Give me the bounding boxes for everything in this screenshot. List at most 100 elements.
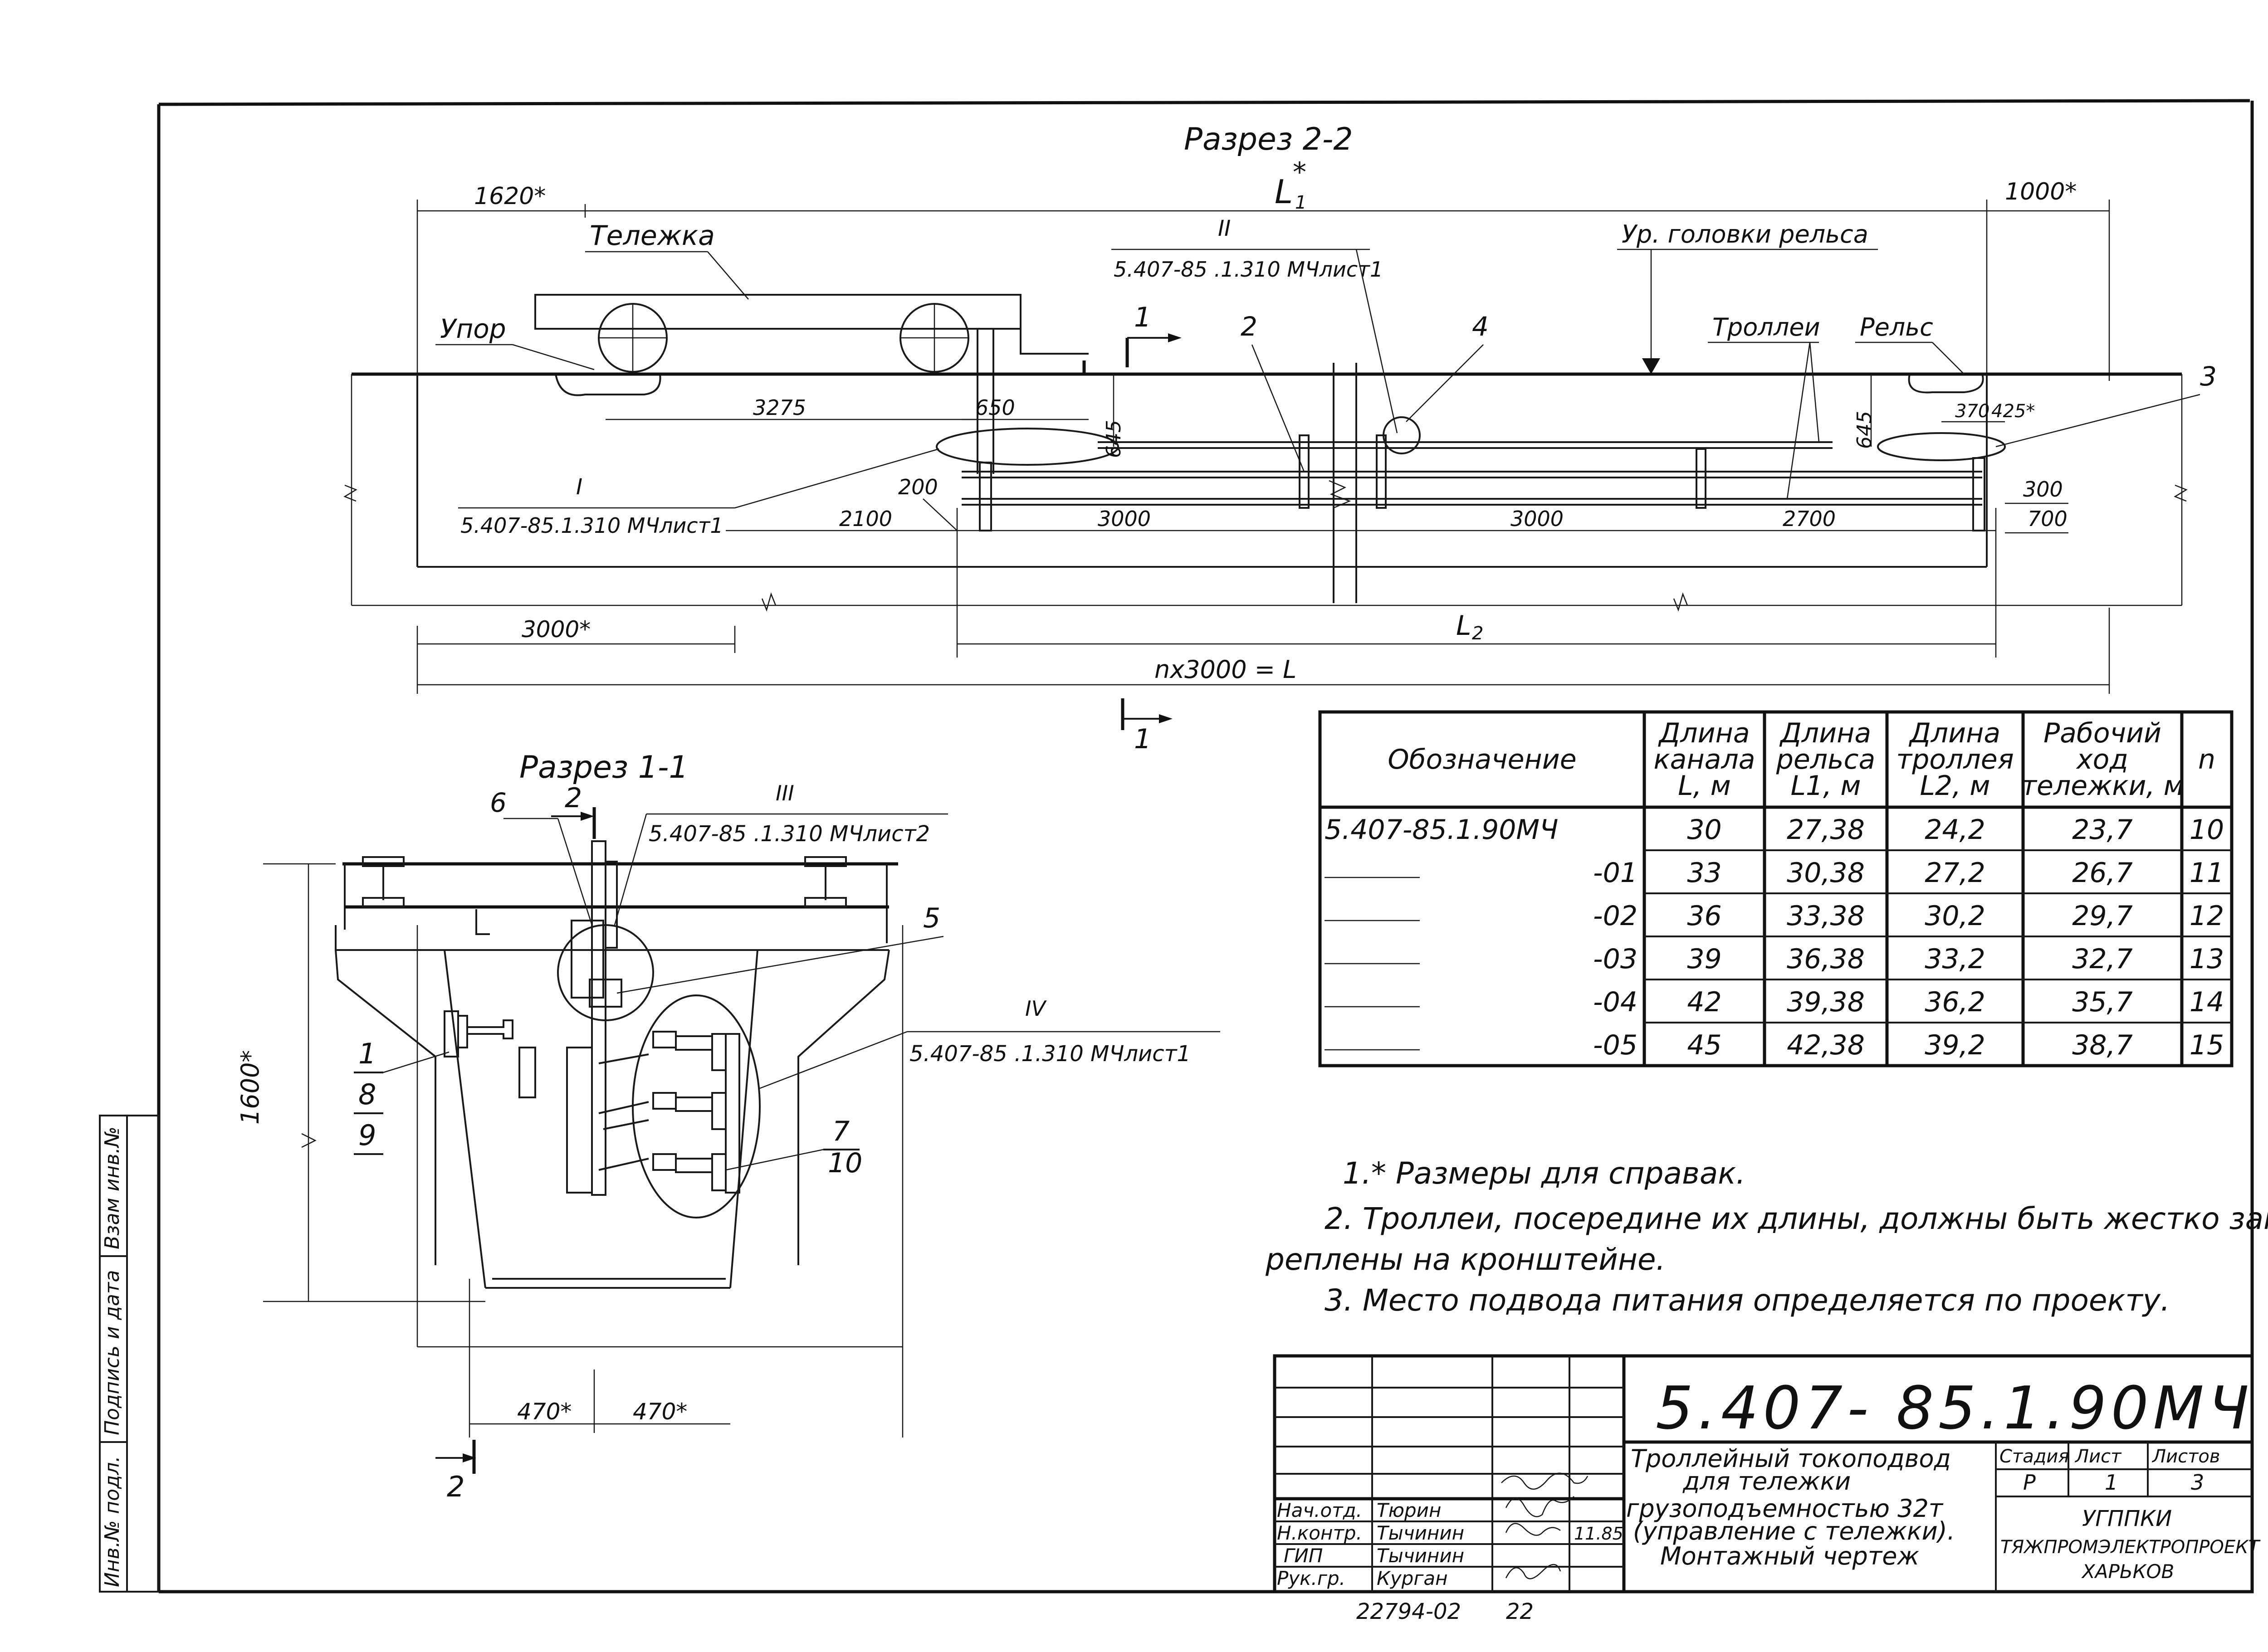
signer-name-3: Тычинин <box>1377 1545 1464 1567</box>
table-cell-2-3: 30,2 <box>1925 900 1985 932</box>
table-cell-4-3: 36,2 <box>1925 986 1985 1018</box>
view-II-ref: 5.407-85 .1.310 МЧлист1 <box>1114 257 1383 282</box>
signer-name-1: Тюрин <box>1377 1499 1441 1521</box>
table-header-1-1: канала <box>1653 744 1755 775</box>
title-block: 5.407- 85.1.90МЧ Троллейный токоподвод д… <box>1273 1354 2261 1624</box>
table-cell-4-5: 14 <box>2190 986 2224 1018</box>
table-cell-1-4: 26,7 <box>2072 857 2133 889</box>
stage-label: Стадия <box>1999 1446 2069 1467</box>
dim-L1-sup: * <box>1293 156 1306 188</box>
table-cell-4-2: 39,38 <box>1787 986 1865 1018</box>
label-rail: Рельс <box>1860 313 1933 341</box>
table-header-4-0: Рабочий <box>2043 717 2161 749</box>
pos-6: 6 <box>490 787 507 818</box>
table-header-4-1: ход <box>2076 744 2128 775</box>
dim-370: 370 <box>1955 401 1989 422</box>
trolley-wires <box>936 416 2006 531</box>
table-header-2-2: L1, м <box>1790 770 1861 802</box>
table-cell-5-5: 15 <box>2190 1029 2224 1061</box>
dim-470-left: 470* <box>517 1399 572 1425</box>
table-cell-5-4: 38,7 <box>2072 1029 2133 1061</box>
dim-2700: 2700 <box>1783 507 1836 531</box>
table-cell-1-2: 30,38 <box>1787 857 1865 889</box>
signer-name-2: Тычинин <box>1377 1522 1464 1544</box>
table-cell-3-1: 39 <box>1687 943 1721 975</box>
org-line-1: УГППКИ <box>2082 1506 2172 1531</box>
pos-1: 1 <box>358 1037 376 1070</box>
table-cell-2-4: 29,7 <box>2072 900 2133 932</box>
section-2-2-title: Разрез 2-2 <box>1184 122 1353 157</box>
table-cell-5-0: -05 <box>1593 1029 1637 1061</box>
table-cell-5-1: 45 <box>1687 1029 1721 1061</box>
dim-700: 700 <box>2028 507 2068 531</box>
label-rail-head: Ур. головки рельса <box>1622 220 1868 249</box>
archive-number: 22794-02 <box>1356 1599 1461 1624</box>
table-cell-2-2: 33,38 <box>1787 900 1865 932</box>
table-cell-0-3: 24,2 <box>1925 814 1985 846</box>
table-cell-0-5: 10 <box>2190 814 2224 846</box>
signer-role-2: Н.контр. <box>1277 1522 1362 1544</box>
pos-3: 3 <box>2200 361 2217 392</box>
table-cell-4-0: -04 <box>1593 986 1637 1018</box>
table-cell-0-0: 5.407-85.1.90МЧ <box>1325 814 1558 846</box>
table-cell-2-0: -02 <box>1593 900 1637 932</box>
org-line-3: ХАРЬКОВ <box>2081 1560 2174 1583</box>
table-cell-0-1: 30 <box>1687 814 1721 846</box>
table-cell-2-1: 36 <box>1687 900 1721 932</box>
pos-4-circle <box>1383 416 1421 454</box>
view-III-callout-circle <box>557 924 654 1021</box>
sign-date: 11.85 <box>1574 1524 1623 1544</box>
dim-650: 650 <box>975 395 1015 420</box>
side-stamp: Инв.№ подл. Подпись и дата Взам инв.№ <box>99 1115 160 1593</box>
stamp-replace-inv: Взам инв.№ <box>101 1126 124 1249</box>
dim-3000-b: 3000 <box>1510 507 1564 531</box>
title-line-5: Монтажный чертеж <box>1660 1542 1919 1570</box>
section-1-1: Разрез 1-1 <box>236 750 1220 1503</box>
dim-2100: 2100 <box>839 507 892 531</box>
label-trolley: Тележка <box>590 220 715 252</box>
view-IV-num: IV <box>1025 996 1047 1021</box>
stop-buffer-left <box>554 373 661 396</box>
table-cell-5-3: 39,2 <box>1925 1029 1985 1061</box>
table-cell-0-4: 23,7 <box>2072 814 2133 846</box>
cut-2-top: 2 <box>565 782 582 814</box>
table-cell-1-1: 33 <box>1687 857 1721 889</box>
title-line-2: для тележки <box>1682 1467 1851 1496</box>
dim-L1: L <box>1275 173 1293 211</box>
table-cell-4-4: 35,7 <box>2072 986 2133 1018</box>
title-line-4: (управление с тележки). <box>1633 1517 1955 1545</box>
note-1: 1.* Размеры для справак. <box>1343 1156 1745 1191</box>
view-III-num: III <box>776 781 794 805</box>
table-header-1-0: Длина <box>1657 717 1750 749</box>
dim-1000: 1000* <box>2005 178 2077 205</box>
trolley-body <box>534 294 1022 330</box>
signer-role-4: Рук.гр. <box>1277 1567 1345 1589</box>
table-cell-3-3: 33,2 <box>1925 943 1985 975</box>
view-IV-ref: 5.407-85 .1.310 МЧлист1 <box>909 1041 1191 1067</box>
stop-buffer-right <box>1908 373 1984 394</box>
dim-L2: L <box>1456 610 1471 642</box>
pos-9: 9 <box>358 1119 376 1152</box>
cut-1-bottom: 1 <box>1134 723 1151 755</box>
dim-645-right: 645 <box>1853 411 1876 449</box>
pos-8: 8 <box>358 1078 376 1111</box>
dim-3275: 3275 <box>753 395 806 420</box>
table-cell-3-2: 36,38 <box>1787 943 1865 975</box>
stage-value: Р <box>2023 1470 2036 1495</box>
section-1-1-title: Разрез 1-1 <box>519 750 689 785</box>
note-3: 3. Место подвода питания определяется по… <box>1325 1283 2170 1318</box>
table-cell-1-3: 27,2 <box>1925 857 1985 889</box>
sheets-value: 3 <box>2191 1470 2204 1495</box>
view-IV-callout-ellipse <box>632 994 761 1218</box>
label-stop: Упор <box>440 313 506 344</box>
table-header-3-0: Длина <box>1908 717 2000 749</box>
table-header-3-1: троллея <box>1896 744 2014 775</box>
doc-code: 5.407- 85.1.90МЧ <box>1656 1374 2253 1442</box>
cut-2-bottom: 2 <box>447 1470 464 1503</box>
table-cell-3-0: -03 <box>1593 943 1637 975</box>
table-cell-0-2: 27,38 <box>1787 814 1865 846</box>
dim-470-right: 470* <box>633 1399 687 1425</box>
table-header-3-2: L2, м <box>1920 770 1990 802</box>
view-II-num: II <box>1218 216 1231 241</box>
